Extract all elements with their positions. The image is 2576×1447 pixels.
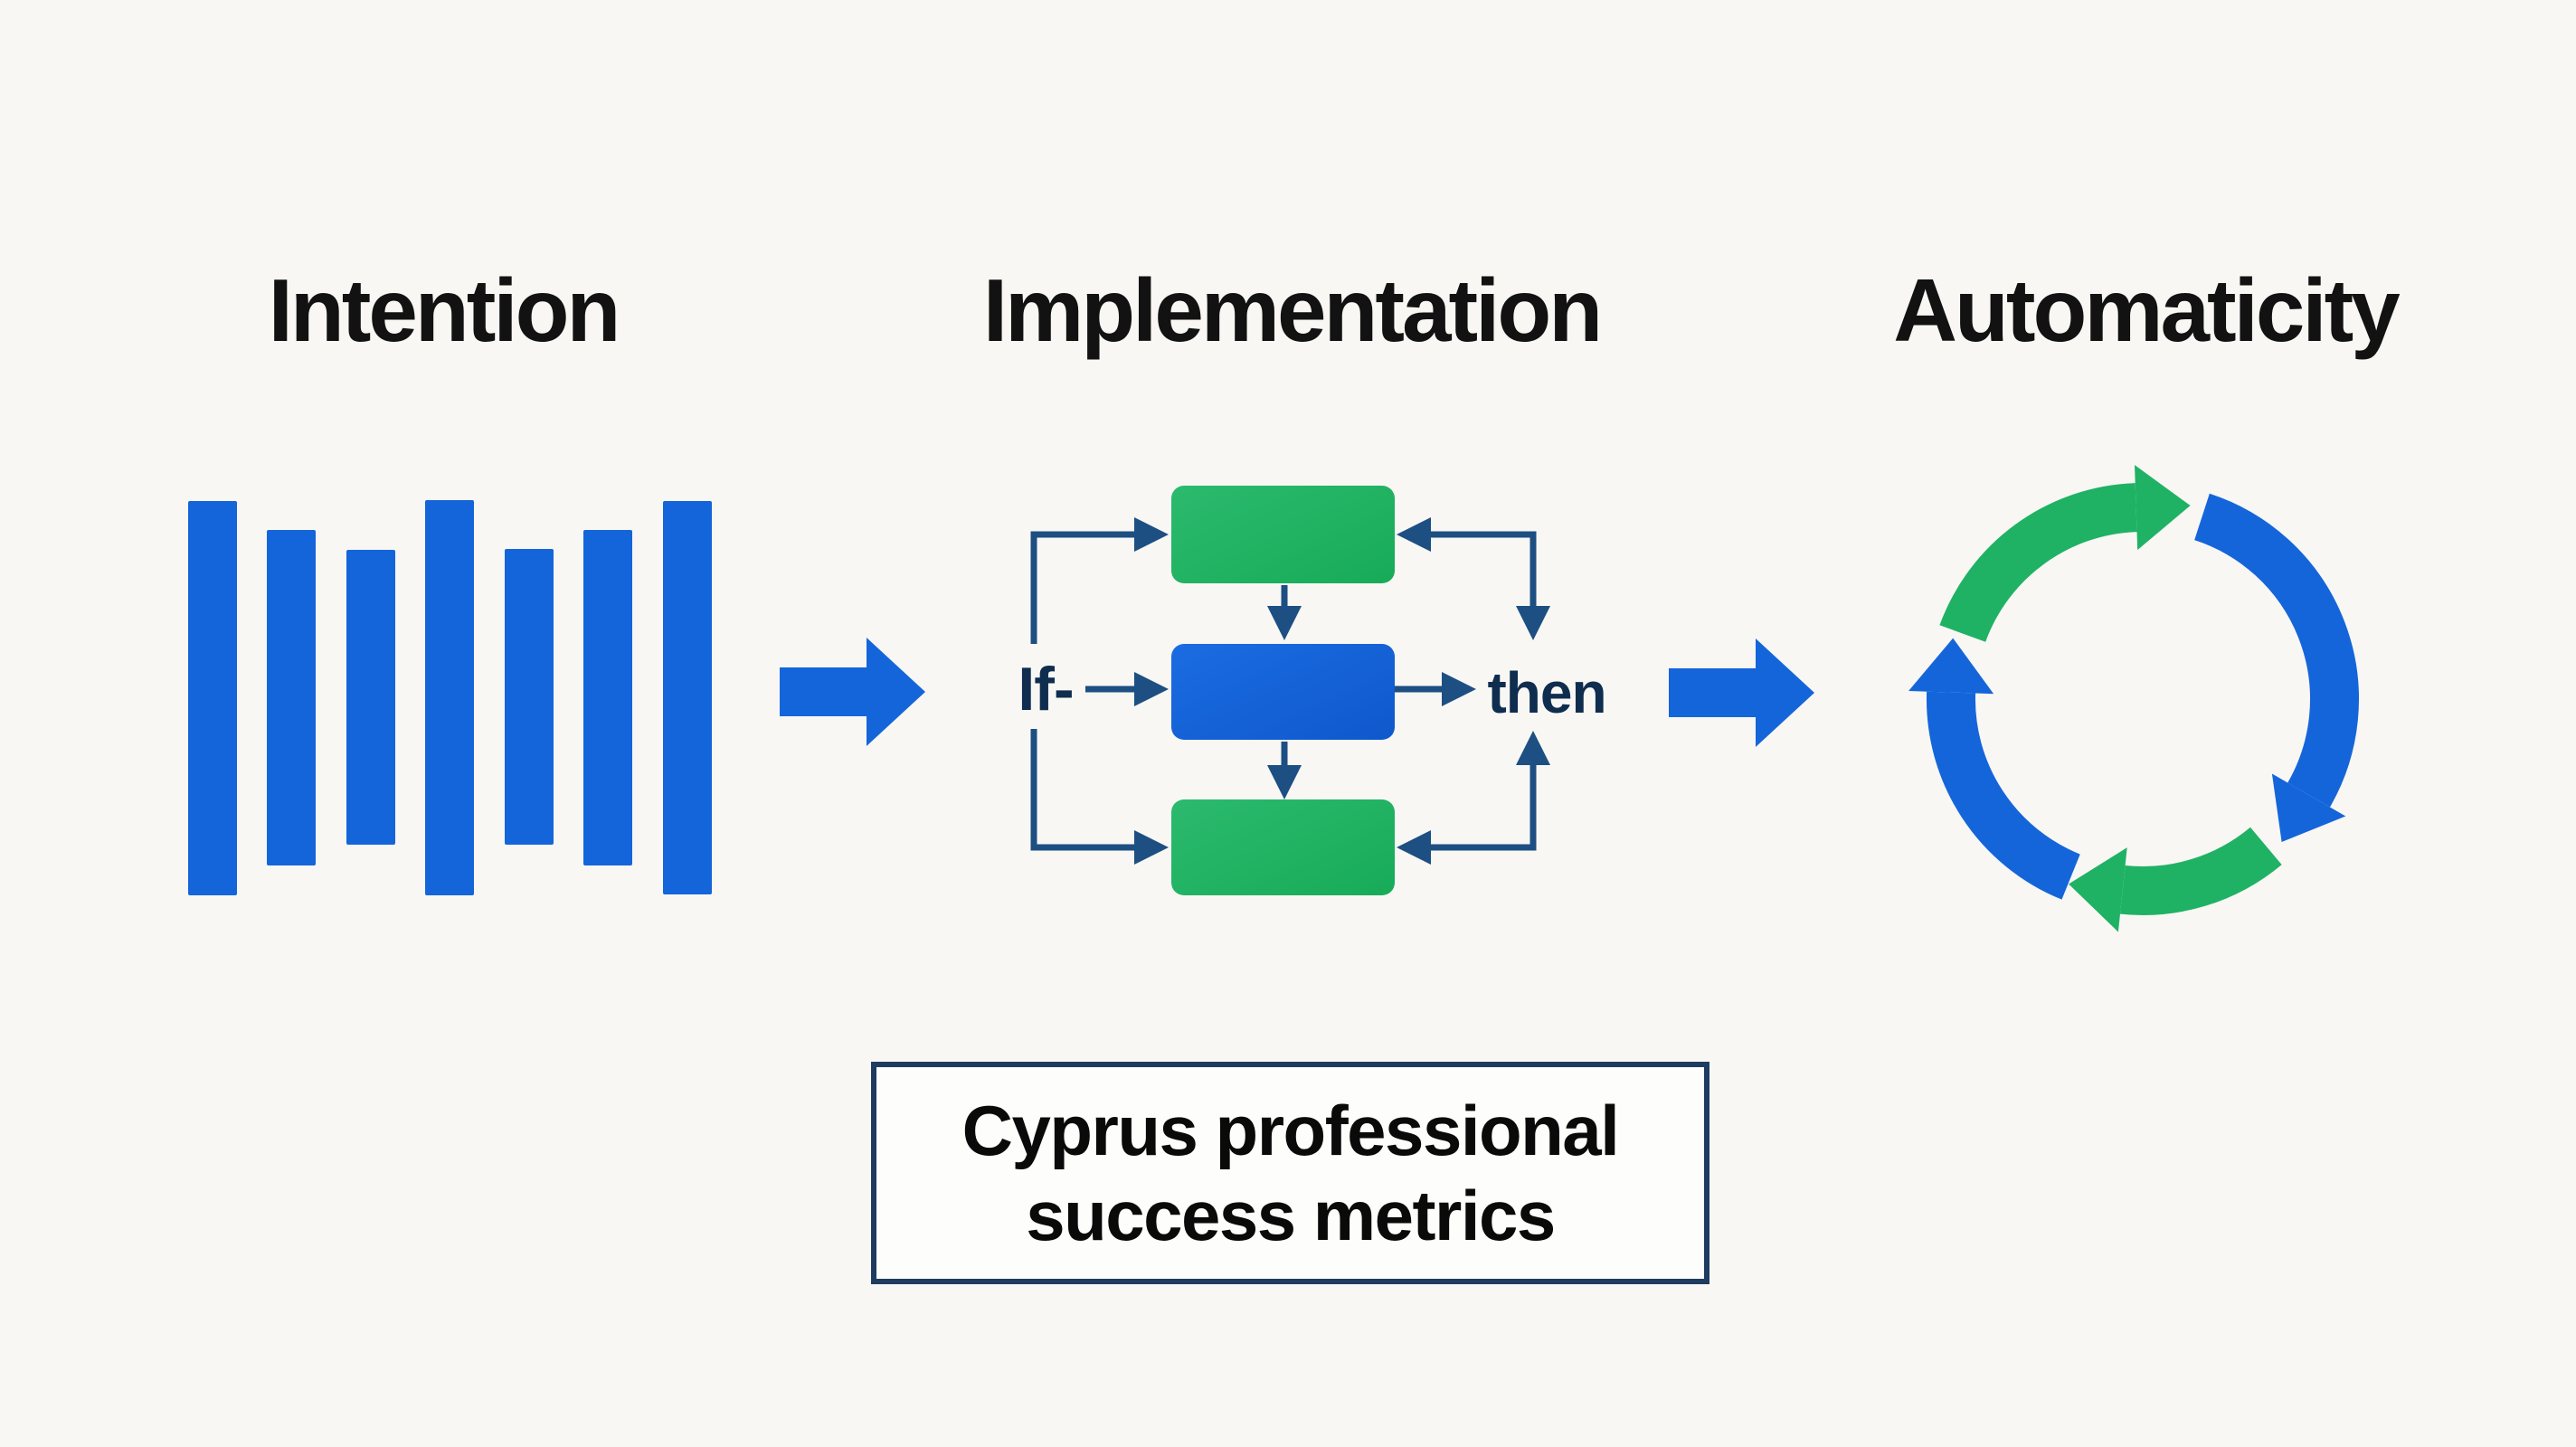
elbow-right-top [1431, 531, 1537, 606]
then-label: then [1487, 660, 1606, 725]
intention-bar [346, 550, 395, 845]
cycle-arrowhead-left [1908, 638, 1994, 695]
flow-connectors [1030, 517, 1550, 865]
heading-automaticity: Automaticity [1893, 260, 2401, 360]
flow-box-bottom [1171, 799, 1395, 895]
right-arrow-icon [1669, 638, 1814, 747]
section-arrow-1 [780, 638, 925, 746]
heading-intention: Intention [268, 260, 621, 360]
intention-bar [663, 501, 712, 894]
caption-line-2: success metrics [1026, 1176, 1556, 1255]
arrowhead-into-top-box-right [1397, 517, 1431, 552]
right-arrow-icon [780, 638, 925, 746]
elbow-left-bottom [1030, 729, 1134, 851]
intention-bar [583, 530, 632, 865]
arrowhead-into-middle-box [1134, 672, 1169, 706]
intention-bar [505, 549, 554, 845]
flow-box-middle [1171, 644, 1395, 740]
down-arrowhead-1 [1267, 606, 1302, 640]
elbow-right-bottom [1431, 765, 1537, 851]
arrowhead-to-then [1442, 672, 1476, 706]
intention-bar [267, 530, 316, 865]
intention-bar [188, 501, 237, 895]
heading-implementation: Implementation [982, 260, 1603, 360]
cycle-arrows [1908, 465, 2359, 932]
down-arrowhead-to-then [1516, 606, 1550, 640]
cycle-arrowhead-top [2135, 465, 2191, 551]
down-arrowhead-2 [1267, 765, 1302, 799]
cycle-arc-top-left [1939, 483, 2138, 643]
cycle-arrowhead-right [2271, 773, 2346, 842]
flow-box-top [1171, 486, 1395, 583]
caption-line-1: Cyprus professional [961, 1091, 1620, 1170]
arrowhead-into-bottom-box [1134, 830, 1169, 865]
cycle-arc-bottom-right [2119, 827, 2282, 915]
up-arrowhead-to-then [1516, 731, 1550, 765]
elbow-left-top [1030, 531, 1134, 644]
intention-bar [425, 500, 474, 895]
caption-box: Cyprus professional success metrics [871, 1062, 1709, 1284]
section-arrow-2 [1669, 638, 1814, 747]
cycle-arc-top-right [2193, 493, 2359, 808]
arrowhead-into-top-box [1134, 517, 1169, 552]
if-label: If- [1018, 655, 1074, 724]
cycle-arrowhead-bottom [2069, 847, 2127, 932]
cycle-arc-bottom-left [1927, 691, 2081, 900]
arrowhead-into-bottom-box-right [1397, 830, 1431, 865]
